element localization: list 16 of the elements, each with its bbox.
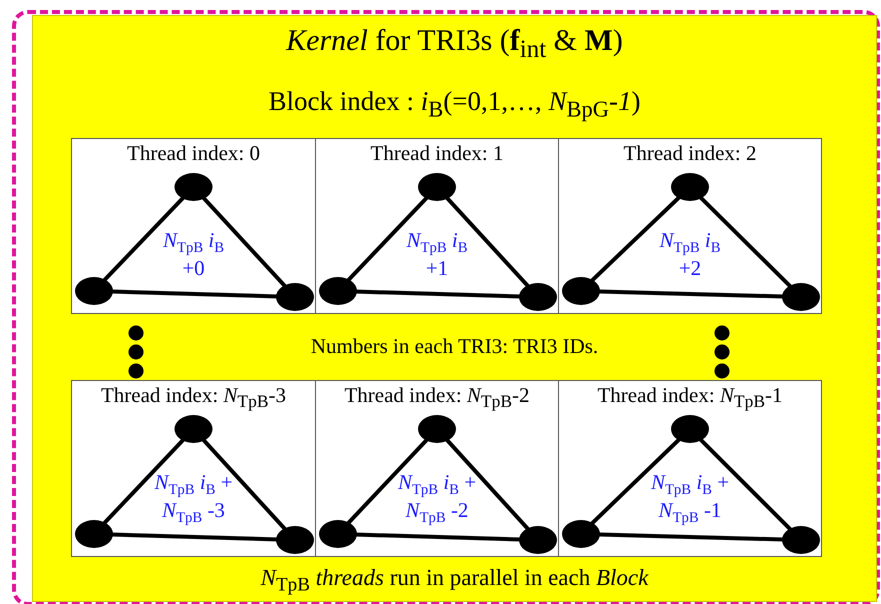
tri3-id-text: N$_{TpB}$ i$_{B}$ + N$_{TpB}$ -3 <box>153 471 234 526</box>
panel-title: Kernel for TRI3s (f$_{int}$ & M) <box>284 24 624 64</box>
thread-index-heading: Thread index: N$_{TpB}$-2 <box>343 383 531 412</box>
thread-index-heading: Thread index: N$_{TpB}$-1 <box>596 383 784 412</box>
panel-caption: N$_{TpB}$ threads run in parallel in each Block <box>260 565 650 597</box>
thread-index-heading: Thread index: 2 <box>622 141 758 166</box>
tri3-id-text: N$_{TpB}$ i$_{B}$ + N$_{TpB}$ -1 <box>650 471 730 526</box>
tri3-id-text: N$_{TpB}$ i$_{B}$ + N$_{TpB}$ -2 <box>396 471 478 526</box>
thread-index-heading: Thread index: 0 <box>126 141 261 166</box>
tri3-id-text: N$_{TpB}$ i$_{B}$ +1 <box>405 229 469 279</box>
tri3-id-text: N$_{TpB}$ i$_{B}$ +2 <box>658 229 722 279</box>
thread-index-heading: Thread index: 1 <box>370 141 504 166</box>
thread-index-heading: Thread index: N$_{TpB}$-3 <box>100 383 288 412</box>
block-index-text: Block index : i$_{B}$(=0,1,…, N$_{BpG}$-1) <box>267 86 642 122</box>
tri3-id-text: N$_{TpB}$ i$_{B}$ +0 <box>162 229 226 279</box>
note-text: Numbers in each TRI3: TRI3 IDs. <box>310 334 600 359</box>
